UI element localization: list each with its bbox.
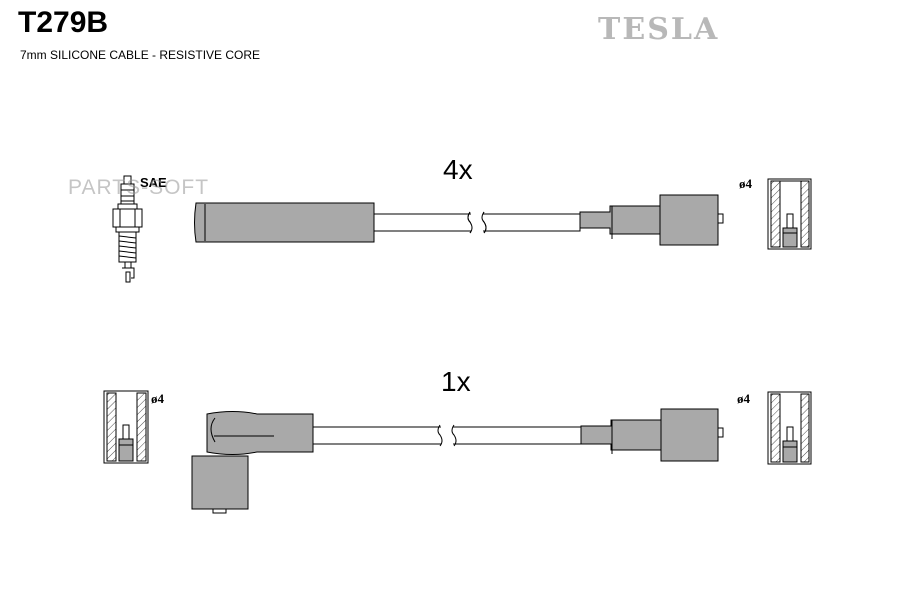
angled-plug-boot <box>206 411 314 455</box>
diameter-label-top-right: ø4 <box>739 176 752 191</box>
coil-boot <box>580 408 719 462</box>
terminal-bottom-left <box>103 390 149 464</box>
quantity-label-top: 4x <box>443 154 473 185</box>
sae-label: SAE <box>140 175 167 190</box>
angled-boot-body <box>191 455 249 510</box>
diameter-label-bottom-right: ø4 <box>737 391 750 406</box>
terminal-top-right <box>767 178 812 250</box>
cable-description: 7mm SILICONE CABLE - RESISTIVE CORE <box>20 48 261 62</box>
brand-logo: TESLA <box>598 12 720 47</box>
part-number: T279B <box>18 6 109 39</box>
watermark: PARTS-SOFT <box>68 176 210 199</box>
diameter-label-bottom-left: ø4 <box>151 391 164 406</box>
spark-plug-icon <box>112 175 143 283</box>
quantity-label-bottom: 1x <box>441 366 471 397</box>
straight-plug-boot <box>194 202 375 243</box>
terminal-bottom-right <box>767 391 812 465</box>
coil-boot <box>579 194 719 246</box>
top-lead <box>194 194 724 246</box>
bottom-lead <box>191 408 724 514</box>
